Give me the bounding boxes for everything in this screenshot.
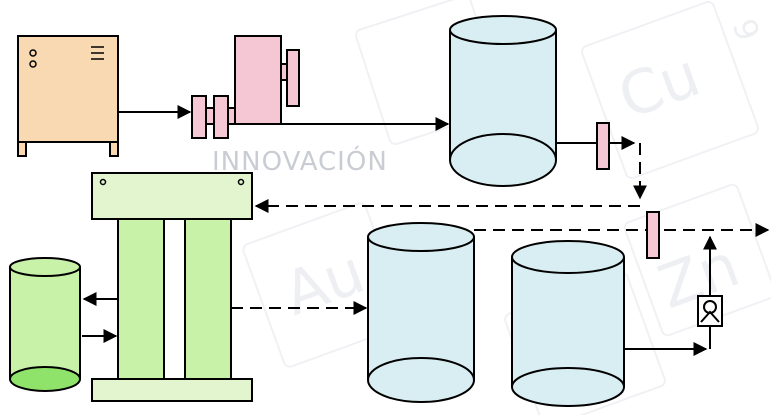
outlet-valve-1: [596, 122, 610, 170]
motor-pump: [191, 35, 300, 139]
side-tank: [9, 257, 81, 392]
top-tank: [449, 15, 557, 187]
bg-symbol-au: Au: [275, 237, 373, 330]
middle-tank: [367, 222, 475, 403]
watermark-text: INNOVACIÓN: [212, 145, 388, 177]
filter-housing: [91, 172, 253, 402]
outlet-valve-2: [646, 211, 660, 259]
bg-symbol-cu: Cu: [610, 40, 709, 133]
bg-symbol-9: 9: [725, 14, 768, 46]
control-cabinet: [17, 35, 119, 157]
check-valve-icon: [697, 295, 723, 327]
right-tank: [511, 240, 625, 407]
